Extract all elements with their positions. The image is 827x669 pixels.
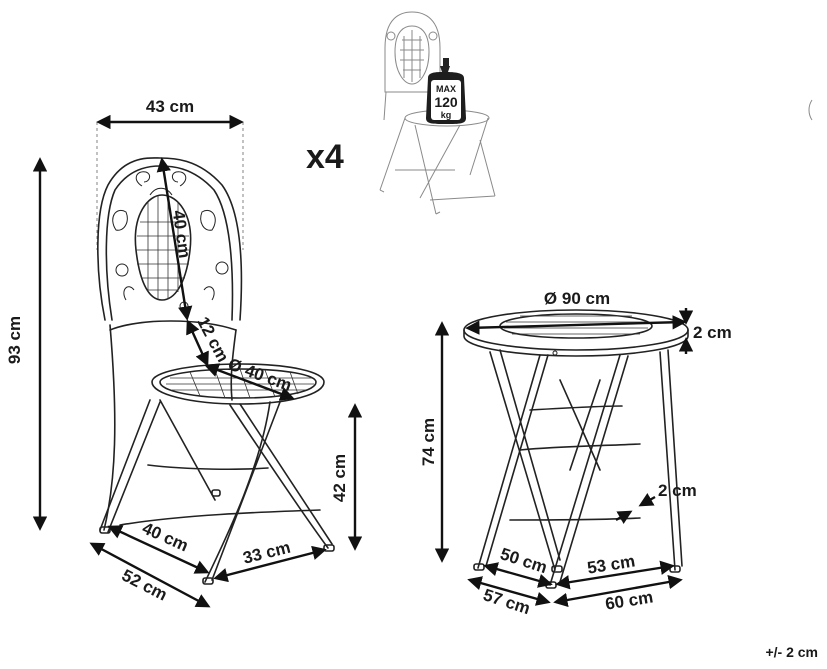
table-top-thickness-label: 2 cm — [693, 323, 732, 342]
chair-base-depth-label: 40 cm — [139, 518, 191, 555]
chair-seat-height-label: 42 cm — [330, 454, 349, 502]
table-illustration — [463, 309, 689, 589]
max-load-badge: MAX 120 kg — [426, 58, 466, 124]
max-load-unit: kg — [441, 110, 452, 120]
chair-height-label: 93 cm — [5, 316, 24, 364]
chair-width-label: 43 cm — [146, 97, 194, 116]
max-label: MAX — [436, 84, 456, 94]
tolerance-label: +/- 2 cm — [765, 644, 818, 660]
chair-backrest-label: 40 cm — [169, 209, 195, 259]
chair-seat-diameter-label: Ø 40 cm — [226, 355, 295, 395]
table-height-label: 74 cm — [419, 418, 438, 466]
chair-backrest-gap-label: 12 cm — [193, 314, 232, 365]
max-load-value: 120 — [434, 94, 458, 110]
edge-mark — [808, 99, 813, 121]
quantity-label: x4 — [306, 138, 344, 176]
table-tube-label: 2 cm — [658, 481, 697, 500]
table-diameter-label: Ø 90 cm — [544, 289, 610, 308]
chair-dimensions: 43 cm 93 cm 40 cm 12 cm Ø 40 cm 42 cm 40… — [5, 97, 363, 608]
chair-base-width-label: 33 cm — [241, 538, 292, 568]
